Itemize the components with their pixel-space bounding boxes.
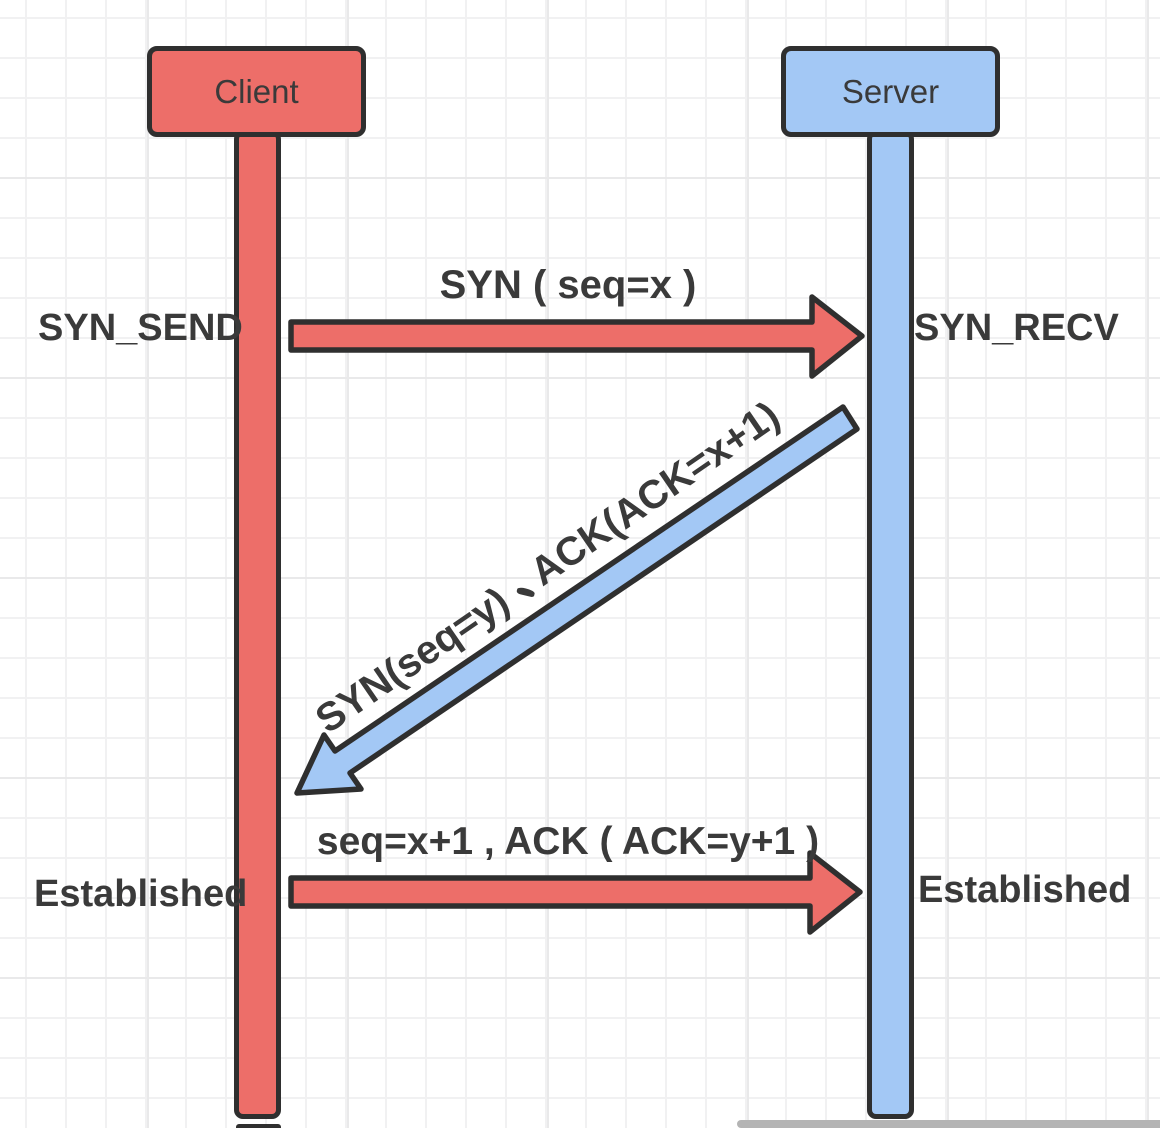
ack-message-label: seq=x+1 , ACK ( ACK=y+1 ) (316, 820, 820, 863)
syn-arrow (288, 294, 865, 379)
client-state-established: Established (34, 873, 248, 915)
server-actor-box: Server (781, 46, 1000, 137)
cropped-shape-bottom-edge (236, 1124, 281, 1128)
ack-arrow (288, 850, 863, 935)
ideographic-comma-separator (516, 586, 536, 598)
horizontal-scrollbar-thumb[interactable] (737, 1120, 1160, 1128)
synack-arrow (294, 404, 860, 796)
server-state-syn-recv: SYN_RECV (914, 307, 1119, 349)
client-lifeline (234, 130, 281, 1119)
client-actor-box: Client (147, 46, 366, 137)
client-actor-label: Client (214, 72, 299, 110)
client-state-syn-send: SYN_SEND (38, 307, 243, 349)
server-lifeline (867, 130, 914, 1119)
server-actor-label: Server (841, 72, 940, 110)
server-state-established: Established (918, 869, 1132, 911)
syn-message-label: SYN ( seq=x ) (439, 263, 697, 307)
